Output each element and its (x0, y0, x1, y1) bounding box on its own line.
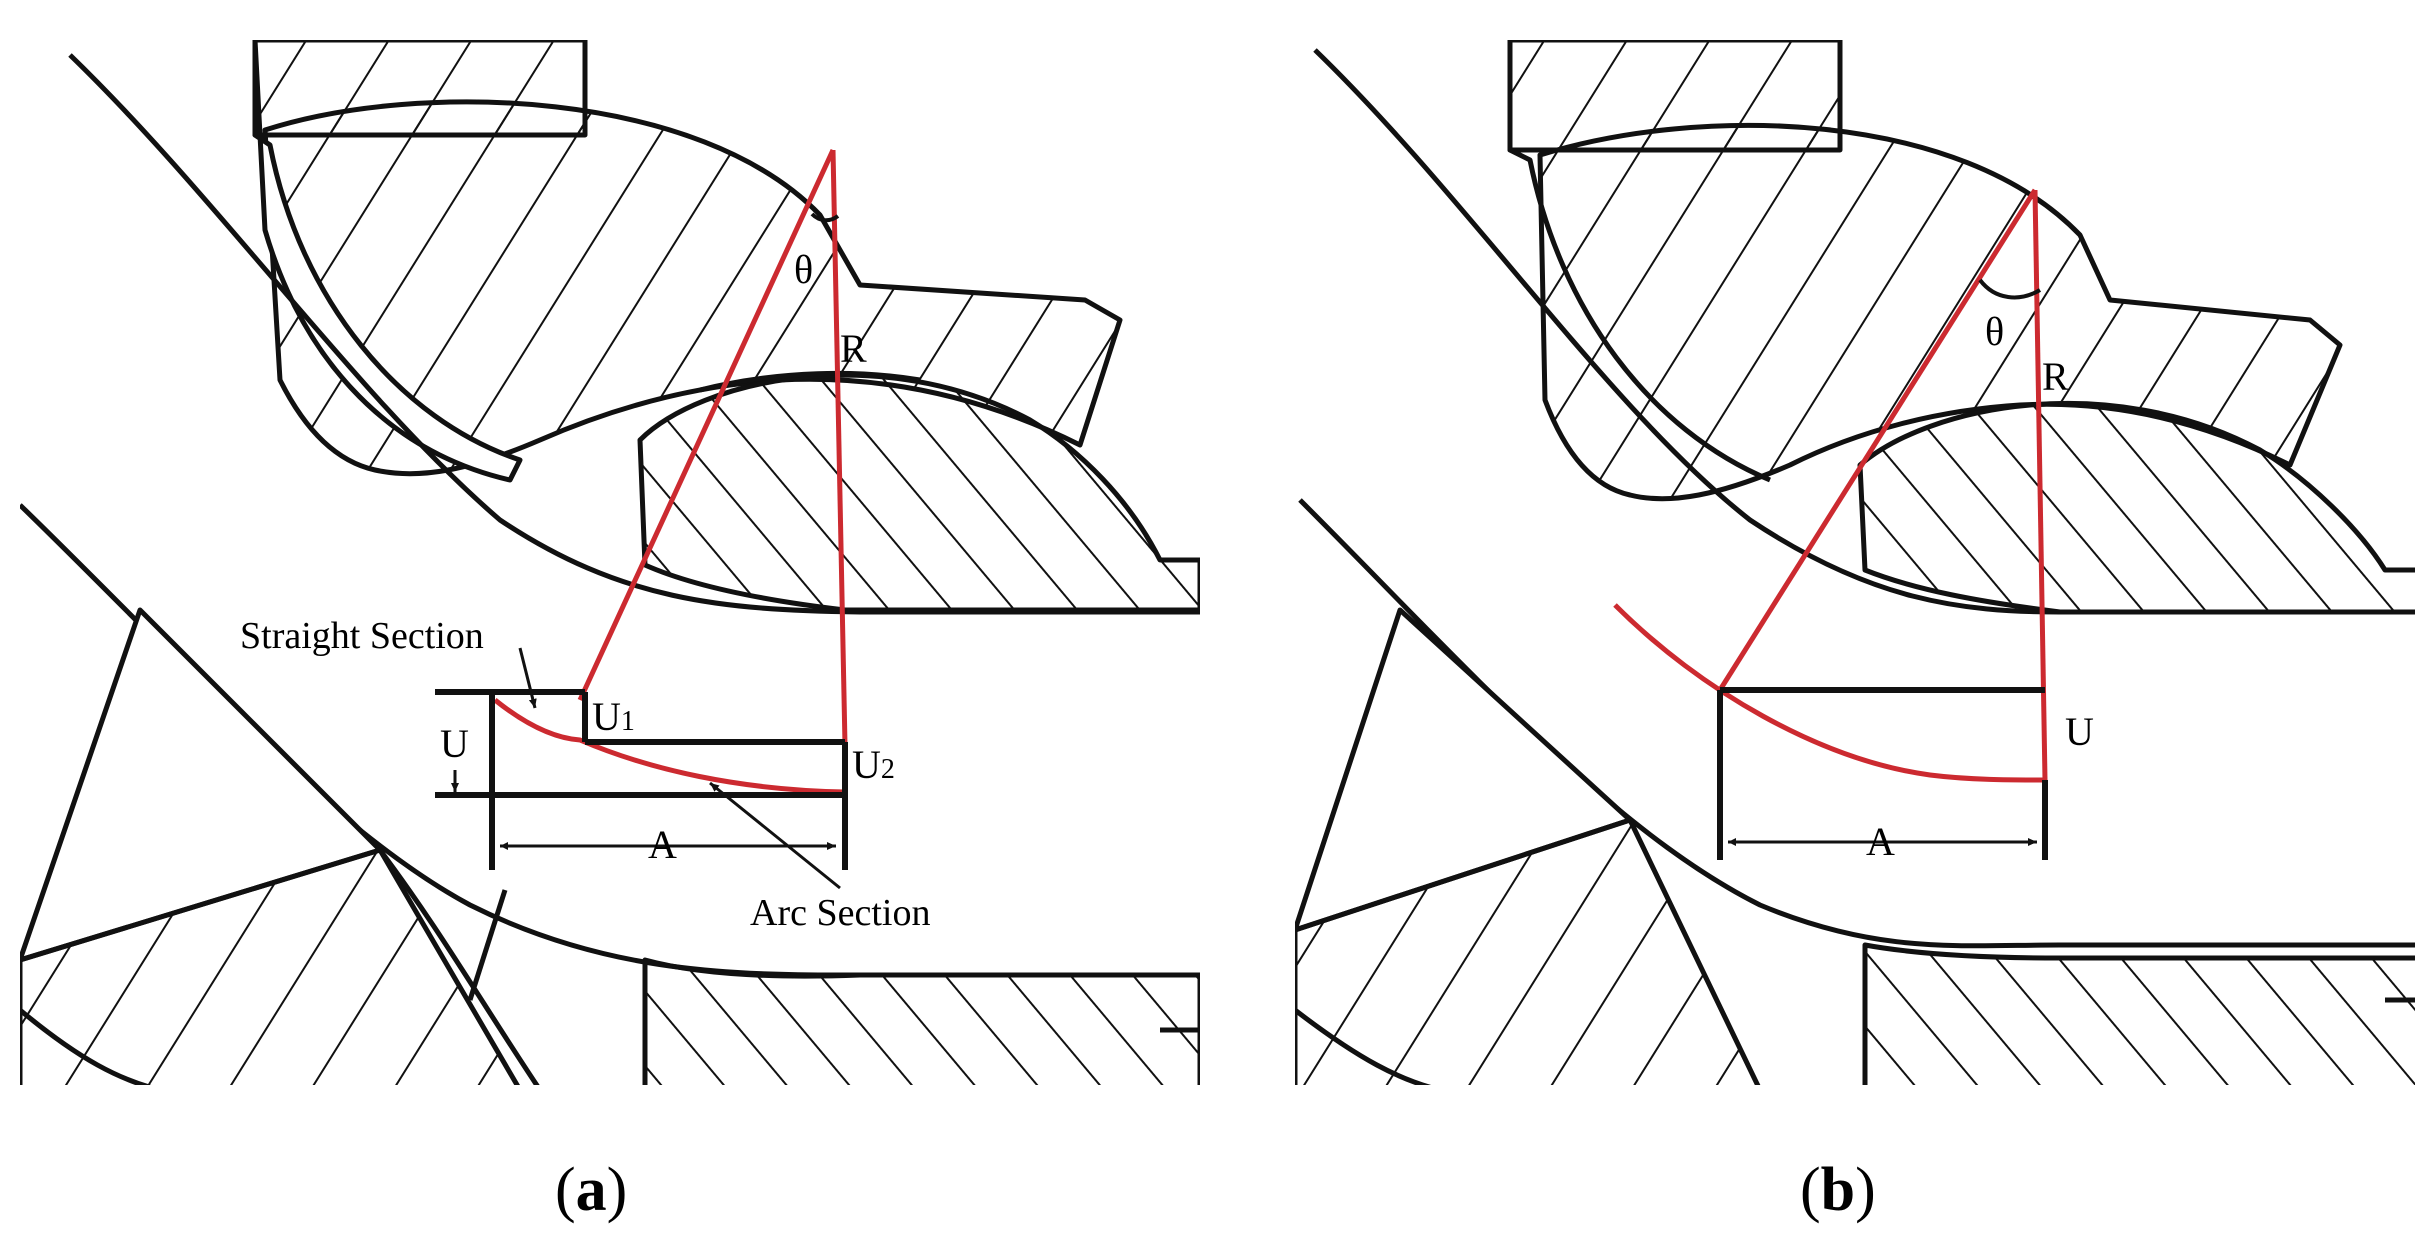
u1-label: U1 (592, 694, 635, 739)
lower-left-die-hatch (20, 847, 520, 1085)
bottom-right-base (642, 957, 1200, 1085)
panel-a-dimensions (435, 689, 848, 870)
radius-line-left (1717, 188, 2038, 692)
radius-line-right (2032, 189, 2048, 781)
panel-a: θ R Straight Section U U1 U2 A Arc Secti… (20, 40, 1200, 1224)
lower-left-die-hatch (1295, 817, 1761, 1085)
upper-die-block (1507, 40, 1843, 153)
radius-line-left (577, 148, 836, 702)
a-dimension-label: A (648, 822, 677, 867)
caption-a: (a) (555, 1156, 627, 1224)
panel-b-dimensions (1717, 687, 2048, 860)
theta-arc (1978, 278, 2042, 300)
panel-a-geometry (20, 40, 1200, 1085)
u2-label: U2 (852, 742, 895, 787)
panel-a-construction (493, 148, 848, 795)
radius-label: R (840, 326, 867, 371)
u-label: U (2065, 709, 2094, 754)
lower-roll-cap (699, 370, 921, 393)
a-dimension-label: A (1866, 819, 1895, 864)
panel-b-geometry (1295, 40, 2415, 1085)
theta-label: θ (794, 247, 813, 292)
leader-arc (709, 781, 841, 890)
caption-b: (b) (1800, 1156, 1876, 1224)
tube-upper-wall-outer (1313, 48, 2415, 615)
upper-die-rim (252, 40, 523, 483)
arc-curve (1613, 603, 2046, 783)
tube-upper-wall-outer (68, 53, 1200, 615)
bottom-right-base (1862, 942, 2415, 1085)
arc-section-curve (493, 698, 846, 795)
theta-label: θ (1985, 309, 2004, 354)
tube-lower-wall (1298, 498, 2415, 949)
arc-section-label: Arc Section (750, 892, 930, 934)
radius-line-right (830, 149, 848, 746)
u-label: U (440, 721, 469, 766)
lower-roll (1857, 400, 2415, 615)
radius-label: R (2042, 354, 2069, 399)
panel-b: θ R U A (b) (1295, 40, 2415, 1224)
straight-section-label: Straight Section (240, 615, 484, 657)
leader-straight (518, 647, 537, 709)
upper-die-rim (1507, 40, 1771, 483)
lower-roll (637, 372, 1200, 613)
theta-arc (810, 212, 840, 223)
upper-die-block (252, 40, 588, 138)
panel-b-construction (1613, 188, 2048, 783)
lower-mid-die (377, 848, 540, 1085)
